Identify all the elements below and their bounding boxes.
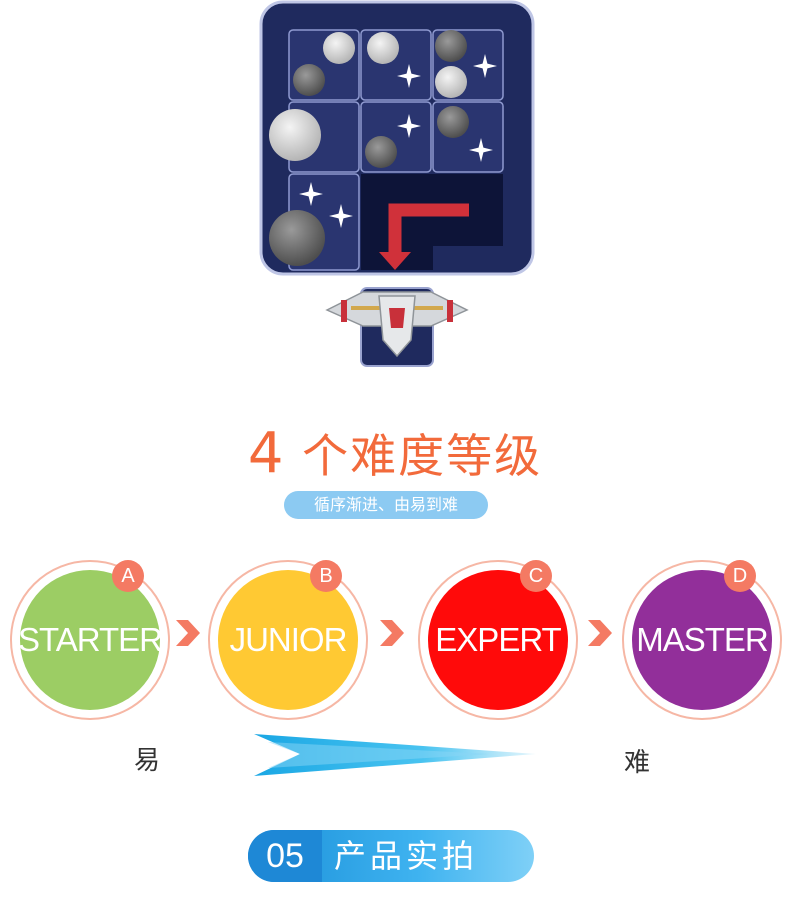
level-disc: EXPERT	[428, 570, 568, 710]
level-badge: C	[520, 560, 552, 592]
heading-text: 个难度等级	[285, 429, 543, 483]
level-disc: STARTER	[18, 570, 163, 710]
chevron-right-icon	[588, 620, 612, 646]
heading-number: 4	[247, 421, 286, 486]
level-badge: B	[310, 560, 342, 592]
chevron-right-icon	[176, 620, 200, 646]
level-disc: JUNIOR	[218, 570, 358, 710]
difficulty-arrow-icon	[254, 734, 536, 776]
section-title-pill: 05 产品实拍	[248, 830, 534, 882]
level-master: MASTER D	[622, 560, 782, 720]
subheading-pill: 循序渐进、由易到难	[284, 491, 488, 519]
chevron-right-icon	[380, 620, 404, 646]
section-number: 05	[248, 830, 322, 882]
level-badge: D	[724, 560, 756, 592]
level-badge: A	[112, 560, 144, 592]
puzzle-board-illustration	[259, 0, 535, 367]
easy-label: 易	[134, 746, 161, 776]
level-expert: EXPERT C	[418, 560, 578, 720]
level-junior: JUNIOR B	[208, 560, 368, 720]
section-title: 产品实拍	[334, 837, 479, 875]
level-starter: STARTER A	[10, 560, 170, 720]
hard-label: 难	[624, 748, 651, 778]
level-disc: MASTER	[632, 570, 772, 710]
difficulty-heading: 4 个难度等级	[0, 420, 790, 486]
